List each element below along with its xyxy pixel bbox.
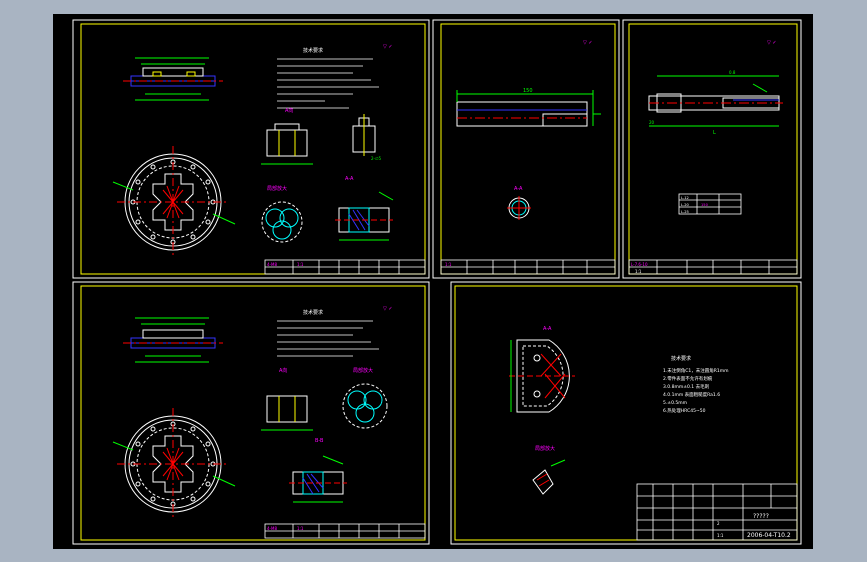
cad-drawing-area[interactable]: 技术要求 ▽ ✓ A向 bbox=[53, 14, 813, 549]
section-label-mid: A-A bbox=[514, 186, 523, 192]
sheet-bottom-right-frame bbox=[454, 285, 798, 541]
tb-mark-2: 4-M8 bbox=[267, 526, 277, 531]
title-block-top-left bbox=[264, 259, 426, 275]
dim-top: 0.8 bbox=[729, 70, 736, 75]
sheet-frames bbox=[72, 19, 802, 545]
flange-side-view-2 bbox=[123, 317, 223, 363]
tb-code: 2006-04-T10.2 bbox=[747, 532, 791, 539]
flange-front-view-2 bbox=[112, 408, 236, 520]
tb-mark: 4-M8 bbox=[267, 262, 277, 267]
tb-title: ????? bbox=[753, 513, 769, 520]
sheet-top-left-frame bbox=[80, 23, 426, 275]
notes-title: 技术要求 bbox=[303, 47, 323, 54]
three-circle-detail: 局部放大 bbox=[261, 185, 303, 243]
title-block-top-middle bbox=[440, 259, 616, 275]
section-label: A-A bbox=[345, 176, 354, 182]
sheet-top-left-outer bbox=[72, 19, 430, 279]
svg-text:2-∅5: 2-∅5 bbox=[371, 156, 381, 161]
sheet-bottom-right: A-A 局部放大 技术要求 1.未注倒角C1，未 bbox=[509, 326, 798, 541]
size-table bbox=[678, 193, 742, 215]
detail-label: 局部放大 bbox=[267, 185, 287, 192]
title-block-top-right bbox=[628, 259, 798, 275]
tb-count: 2 bbox=[717, 521, 720, 526]
notes-title-2: 技术要求 bbox=[303, 309, 323, 316]
view-label-a: A向 bbox=[285, 107, 293, 114]
notes-br-line-2: 2.零件表面不允许有划痕 bbox=[663, 375, 713, 382]
sheet-top-middle-frame bbox=[440, 23, 616, 275]
dim-length: 150 bbox=[523, 88, 533, 94]
table-row-2: L-20 bbox=[681, 203, 690, 207]
small-block-view-1: A向 bbox=[261, 107, 313, 165]
sheet-top-middle-outer bbox=[432, 19, 620, 279]
pin-side-view bbox=[648, 75, 783, 127]
dim-mid: L bbox=[713, 130, 716, 136]
table-col: 150 bbox=[701, 203, 709, 207]
section-label-br: A-A bbox=[543, 326, 552, 332]
sheet-top-middle: ▽ ✓ 150 A-A bbox=[440, 40, 616, 275]
sheet-top-right-outer bbox=[622, 19, 802, 279]
svg-text:▽ ✓: ▽ ✓ bbox=[383, 306, 393, 312]
small-block-view-2: 2-∅5 bbox=[352, 114, 381, 161]
svg-text:▽ ✓: ▽ ✓ bbox=[383, 44, 393, 50]
notes-block: 技术要求 ▽ ✓ bbox=[277, 44, 393, 109]
notes-br-line-1: 1.未注倒角C1，未注圆角R1mm bbox=[663, 367, 729, 374]
table-row-3: L-25 bbox=[681, 210, 689, 214]
sheet-inner-frames bbox=[80, 23, 798, 541]
svg-text:▽ ✓: ▽ ✓ bbox=[767, 40, 777, 46]
sheet-bottom-left: 技术要求 ▽ ✓ A向 bbox=[112, 306, 426, 539]
sheet-bottom-left-frame bbox=[80, 285, 426, 541]
tb-scale-right: 1:1 bbox=[635, 269, 642, 274]
sheet-bottom-right-outer bbox=[450, 281, 802, 545]
shaft-section: A-A bbox=[507, 186, 531, 220]
shaft-side-view bbox=[456, 90, 601, 127]
notes-br-line-3: 3.0.8mm±0.1 去毛刺 bbox=[663, 383, 710, 390]
notes-br-line-4: 4.0.1mm 表面粗糙度Ra1.6 bbox=[663, 391, 720, 398]
notes-br-line-5: 5.±0.5mm bbox=[663, 400, 687, 406]
dim-left: 20 bbox=[649, 120, 655, 125]
small-detail-br: 局部放大 bbox=[532, 445, 566, 495]
tb-scale-2: 1:1 bbox=[297, 526, 304, 531]
flange-front-view bbox=[112, 146, 236, 258]
sheet-bottom-left-outer bbox=[72, 281, 430, 545]
cad-drawing: 技术要求 ▽ ✓ A向 bbox=[72, 19, 802, 545]
sheet-top-right: ▽ ✓ 20 L 0.8 bbox=[628, 40, 798, 275]
notes-br-line-6: 6.热处理HRC45~50 bbox=[663, 407, 706, 414]
notes-block-2: 技术要求 ▽ ✓ bbox=[277, 306, 393, 357]
flange-side-view bbox=[123, 57, 223, 101]
tb-scale-mid: 1:1 bbox=[445, 262, 452, 267]
sheet-top-right-frame bbox=[628, 23, 798, 275]
svg-text:▽ ✓: ▽ ✓ bbox=[583, 40, 593, 46]
title-block-main bbox=[636, 483, 798, 541]
small-block-view-3: A向 bbox=[261, 367, 313, 431]
partial-section-view: A-A bbox=[509, 326, 575, 413]
title-block-bottom-left bbox=[264, 523, 426, 539]
section-label-2: B-B bbox=[315, 438, 324, 444]
section-view-2: B-B bbox=[289, 438, 347, 503]
detail-label-br: 局部放大 bbox=[535, 445, 555, 452]
view-label-a-2: A向 bbox=[279, 367, 287, 374]
sheet-top-left: 技术要求 ▽ ✓ A向 bbox=[112, 44, 426, 275]
detail-label-2: 局部放大 bbox=[353, 367, 373, 374]
table-row-1: L-12 bbox=[681, 196, 689, 200]
section-view: A-A bbox=[335, 176, 394, 241]
notes-br-title: 技术要求 bbox=[671, 355, 691, 362]
three-circle-detail-2: 局部放大 bbox=[342, 367, 388, 429]
tb-sheet: 1:1 bbox=[717, 533, 724, 538]
tb-label-right: L-7.6-10 bbox=[631, 262, 648, 267]
notes-br: 技术要求 1.未注倒角C1，未注圆角R1mm 2.零件表面不允许有划痕 3.0.… bbox=[663, 355, 729, 414]
tb-scale: 1:1 bbox=[297, 262, 304, 267]
